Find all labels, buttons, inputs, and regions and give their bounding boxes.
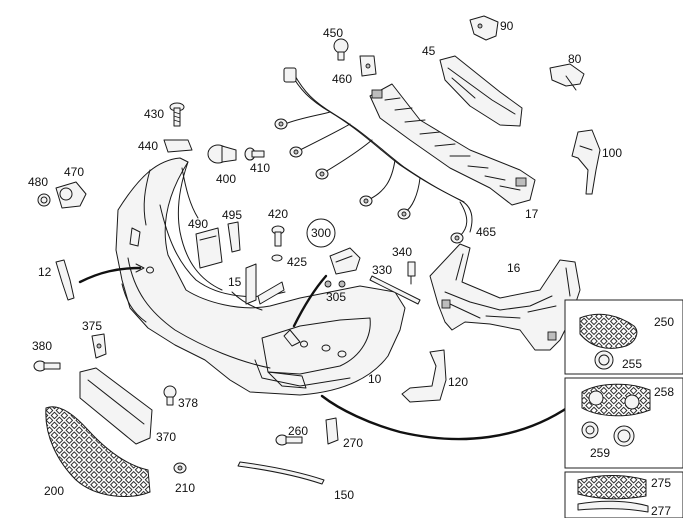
label-495: 495	[222, 208, 242, 222]
arrow-head-12	[135, 263, 145, 273]
clip-340	[407, 261, 416, 285]
label-375: 375	[82, 319, 102, 333]
label-120: 120	[448, 375, 468, 389]
label-260: 260	[288, 424, 308, 438]
label-378: 378	[178, 396, 198, 410]
control-module-490	[195, 227, 223, 269]
bracket-15	[245, 263, 285, 305]
label-16: 16	[507, 261, 521, 275]
label-465: 465	[476, 225, 496, 239]
label-480: 480	[28, 175, 48, 189]
parking-sensor-470	[55, 181, 87, 209]
label-90: 90	[500, 19, 514, 33]
impact-absorber	[369, 83, 536, 206]
arrow-300	[292, 274, 328, 328]
label-270: 270	[343, 436, 363, 450]
label-305: 305	[326, 290, 346, 304]
label-259: 259	[590, 446, 610, 460]
label-45: 45	[422, 44, 436, 58]
label-490: 490	[188, 217, 208, 231]
bolt-380	[33, 360, 61, 372]
bolt-410	[244, 147, 265, 161]
label-450: 450	[323, 26, 343, 40]
bracket-120	[401, 349, 447, 403]
bracket-100	[571, 129, 601, 195]
label-250: 250	[654, 315, 674, 329]
callout-labels: 450 460 90 45 80 430 440 100 400 410 470…	[28, 19, 674, 518]
label-150: 150	[334, 488, 354, 502]
grommet-378	[163, 385, 177, 406]
bracket-12	[55, 259, 75, 301]
tow-hook-cover-300	[329, 247, 361, 275]
bumper-cover	[115, 157, 406, 396]
label-275: 275	[651, 476, 671, 490]
label-380: 380	[32, 339, 52, 353]
inset-275	[564, 471, 683, 519]
clip-460	[359, 55, 377, 77]
label-370: 370	[156, 430, 176, 444]
arrow-12	[78, 266, 142, 284]
bolt-450	[333, 38, 349, 61]
label-255: 255	[622, 357, 642, 371]
bracket-90	[469, 15, 499, 41]
label-100: 100	[602, 146, 622, 160]
label-200: 200	[44, 484, 64, 498]
clip-270	[325, 417, 339, 445]
label-330: 330	[372, 263, 392, 277]
sensor-connector-5	[397, 208, 411, 220]
label-12: 12	[38, 265, 52, 279]
label-210: 210	[175, 481, 195, 495]
label-460: 460	[332, 72, 352, 86]
label-15: 15	[228, 275, 242, 289]
arrow-inset	[320, 394, 572, 441]
lower-grille-200	[45, 406, 151, 497]
bracket-495	[227, 221, 241, 253]
bolt-430	[169, 102, 185, 127]
label-425: 425	[287, 255, 307, 269]
label-430: 430	[144, 107, 164, 121]
trim-strip-150	[237, 461, 325, 485]
parking-sensor-400	[207, 144, 237, 164]
clips-305	[324, 280, 346, 288]
license-plate-bracket-370	[79, 367, 153, 445]
sensor-connector-1	[274, 118, 288, 130]
label-410: 410	[250, 161, 270, 175]
label-10: 10	[368, 372, 382, 386]
label-300: 300	[311, 226, 331, 240]
plug-210	[173, 462, 187, 474]
label-400: 400	[216, 172, 236, 186]
sensor-connector-2	[289, 146, 303, 158]
bolt-420	[271, 225, 285, 247]
callout-circle-300	[306, 218, 336, 248]
label-420: 420	[268, 207, 288, 221]
inset-258	[564, 377, 683, 469]
inset-250	[564, 299, 683, 375]
sensor-connector-3	[315, 168, 329, 180]
wiring-harness	[274, 67, 473, 244]
label-470: 470	[64, 165, 84, 179]
label-340: 340	[392, 245, 412, 259]
bumper-carrier-16	[429, 243, 581, 351]
label-80: 80	[568, 52, 582, 66]
bolt-260	[275, 434, 303, 446]
label-277: 277	[651, 504, 671, 518]
label-17: 17	[525, 207, 539, 221]
clip-440	[163, 139, 193, 153]
sensor-connector-4	[359, 195, 373, 207]
bracket-80	[549, 63, 585, 91]
label-440: 440	[138, 139, 158, 153]
bracket-375	[91, 333, 107, 359]
nut-425	[271, 254, 283, 262]
sensor-connector-6	[450, 232, 464, 244]
sensor-ring-480	[37, 193, 51, 207]
strip-330	[369, 275, 421, 305]
label-258: 258	[654, 385, 674, 399]
upper-bracket-45	[439, 55, 523, 127]
